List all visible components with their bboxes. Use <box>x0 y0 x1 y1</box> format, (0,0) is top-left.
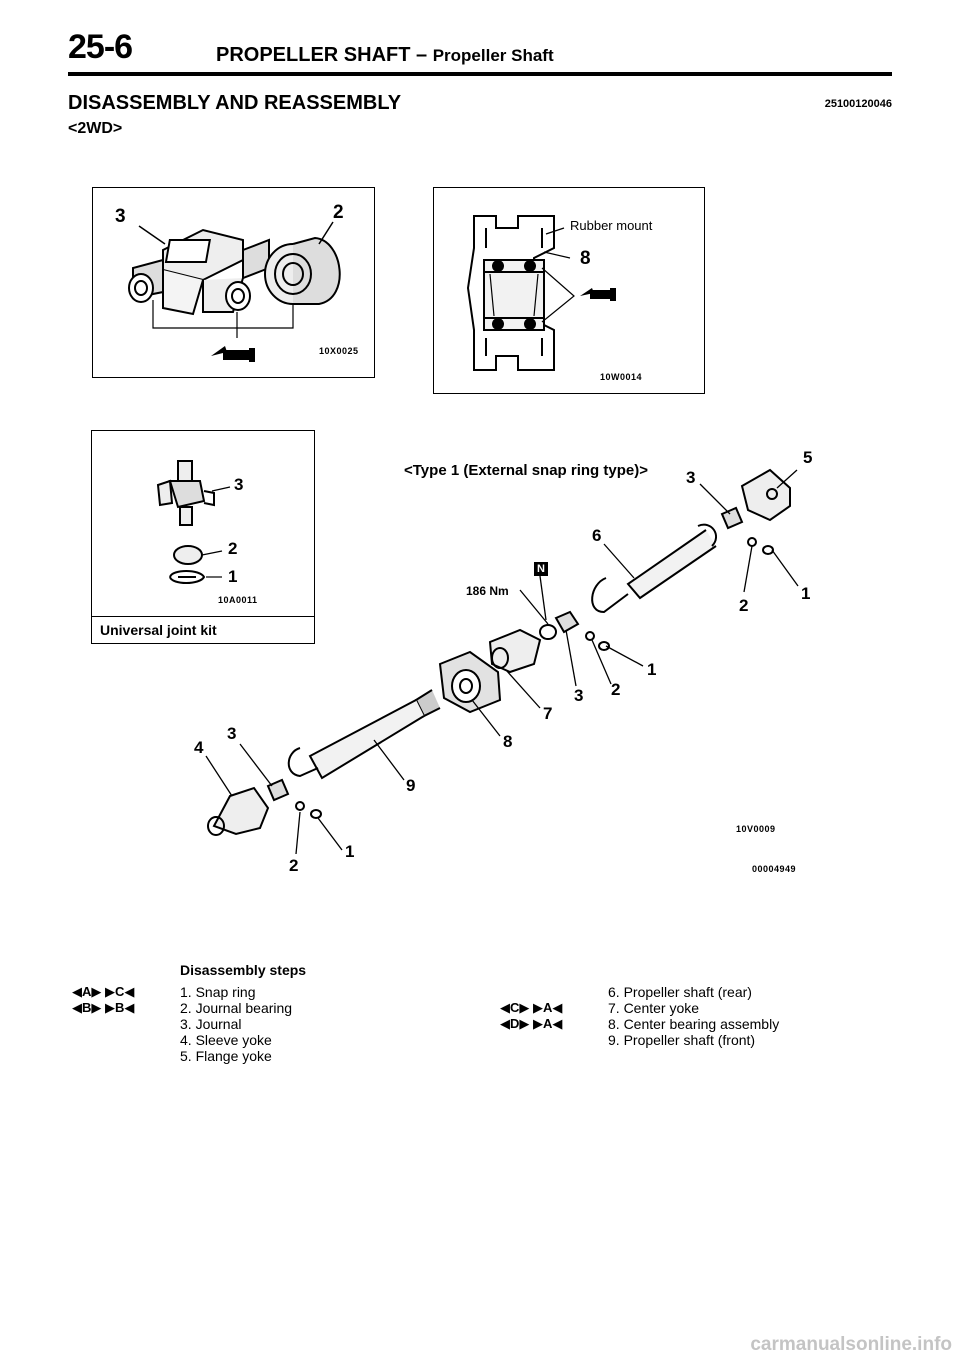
part-label-7: 7 <box>543 704 553 723</box>
kit-label-3: 3 <box>234 475 244 494</box>
part-label-4: 4 <box>194 738 204 757</box>
page-header: PROPELLER SHAFT – Propeller Shaft <box>216 44 554 67</box>
part-label-2-rear: 2 <box>739 596 749 615</box>
header-rule <box>68 72 892 76</box>
part-label-6: 6 <box>592 526 602 545</box>
step-7: 7. Center yoke <box>608 1000 700 1016</box>
part-label-5: 5 <box>803 448 813 467</box>
section-name: Propeller Shaft <box>432 46 554 65</box>
step-1: 1. Snap ring <box>180 984 256 1000</box>
part-label-3-front: 3 <box>227 724 237 743</box>
kit-caption: Universal joint kit <box>100 622 217 638</box>
step-2: 2. Journal bearing <box>180 1000 293 1016</box>
center-bearing-figure: Rubber mount 8 10W0014 <box>433 187 705 394</box>
step-6: 6. Propeller shaft (rear) <box>608 984 752 1000</box>
step-8: 8. Center bearing assembly <box>608 1016 780 1032</box>
part-label-1-center: 1 <box>647 660 657 679</box>
disassembly-steps-heading: Disassembly steps <box>180 962 307 978</box>
step-mark-8: ◀D▶ ▶A◀ <box>500 1016 563 1031</box>
joint-kit-illustration <box>156 460 231 584</box>
journal-figure-code: 10X0025 <box>319 346 359 356</box>
header-dash: – <box>416 44 428 66</box>
universal-joint-kit-figure: 3 2 1 10A0011 Universal joint kit <box>91 430 315 644</box>
new-part-n-icon: N <box>534 562 548 576</box>
kit-caption-bar: Universal joint kit <box>92 616 314 643</box>
part-label-2-front: 2 <box>289 856 299 875</box>
step-5: 5. Flange yoke <box>180 1048 272 1064</box>
section-title: DISASSEMBLY AND REASSEMBLY <box>68 92 402 114</box>
section-code: 25100120046 <box>824 98 892 110</box>
footer-watermark: carmanualsonline.info <box>750 1334 952 1355</box>
type-label: <Type 1 (External snap ring type)> <box>404 462 648 479</box>
chapter-title: PROPELLER SHAFT <box>216 44 411 66</box>
step-mark-1: ◀A▶ ▶C◀ <box>72 984 135 999</box>
part-label-8: 8 <box>503 732 513 751</box>
part-label-1-front: 1 <box>345 842 355 861</box>
torque-label: 186 Nm <box>466 584 509 598</box>
document-figure-code: 00004949 <box>752 864 797 874</box>
kit-label-1: 1 <box>228 567 238 586</box>
part-label-3-rear: 3 <box>686 468 696 487</box>
center-bearing-illustration <box>466 215 616 371</box>
kit-figure-code: 10A0011 <box>218 595 258 605</box>
part-label-2-center: 2 <box>611 680 621 699</box>
step-4: 4. Sleeve yoke <box>180 1032 272 1048</box>
step-3: 3. Journal <box>180 1016 242 1032</box>
bearing-figure-code: 10W0014 <box>600 372 643 382</box>
journal-label-2: 2 <box>333 202 344 223</box>
step-9: 9. Propeller shaft (front) <box>608 1032 756 1048</box>
part-label-9: 9 <box>406 776 416 795</box>
journal-figure: 3 2 10X0025 <box>92 187 375 378</box>
journal-label-3: 3 <box>115 206 126 227</box>
part-label-3-center: 3 <box>574 686 584 705</box>
kit-label-2: 2 <box>228 539 238 558</box>
page-number: 25-6 <box>68 28 133 66</box>
rubber-mount-label: Rubber mount <box>570 218 653 233</box>
step-mark-2: ◀B▶ ▶B◀ <box>72 1000 135 1015</box>
step-mark-7: ◀C▶ ▶A◀ <box>500 1000 563 1015</box>
bearing-label-8: 8 <box>580 248 591 269</box>
main-figure-code: 10V0009 <box>736 824 776 834</box>
part-label-1-rear: 1 <box>801 584 811 603</box>
journal-illustration <box>128 221 341 362</box>
variant-label: <2WD> <box>68 120 123 137</box>
propeller-shaft-exploded-view <box>205 468 799 855</box>
